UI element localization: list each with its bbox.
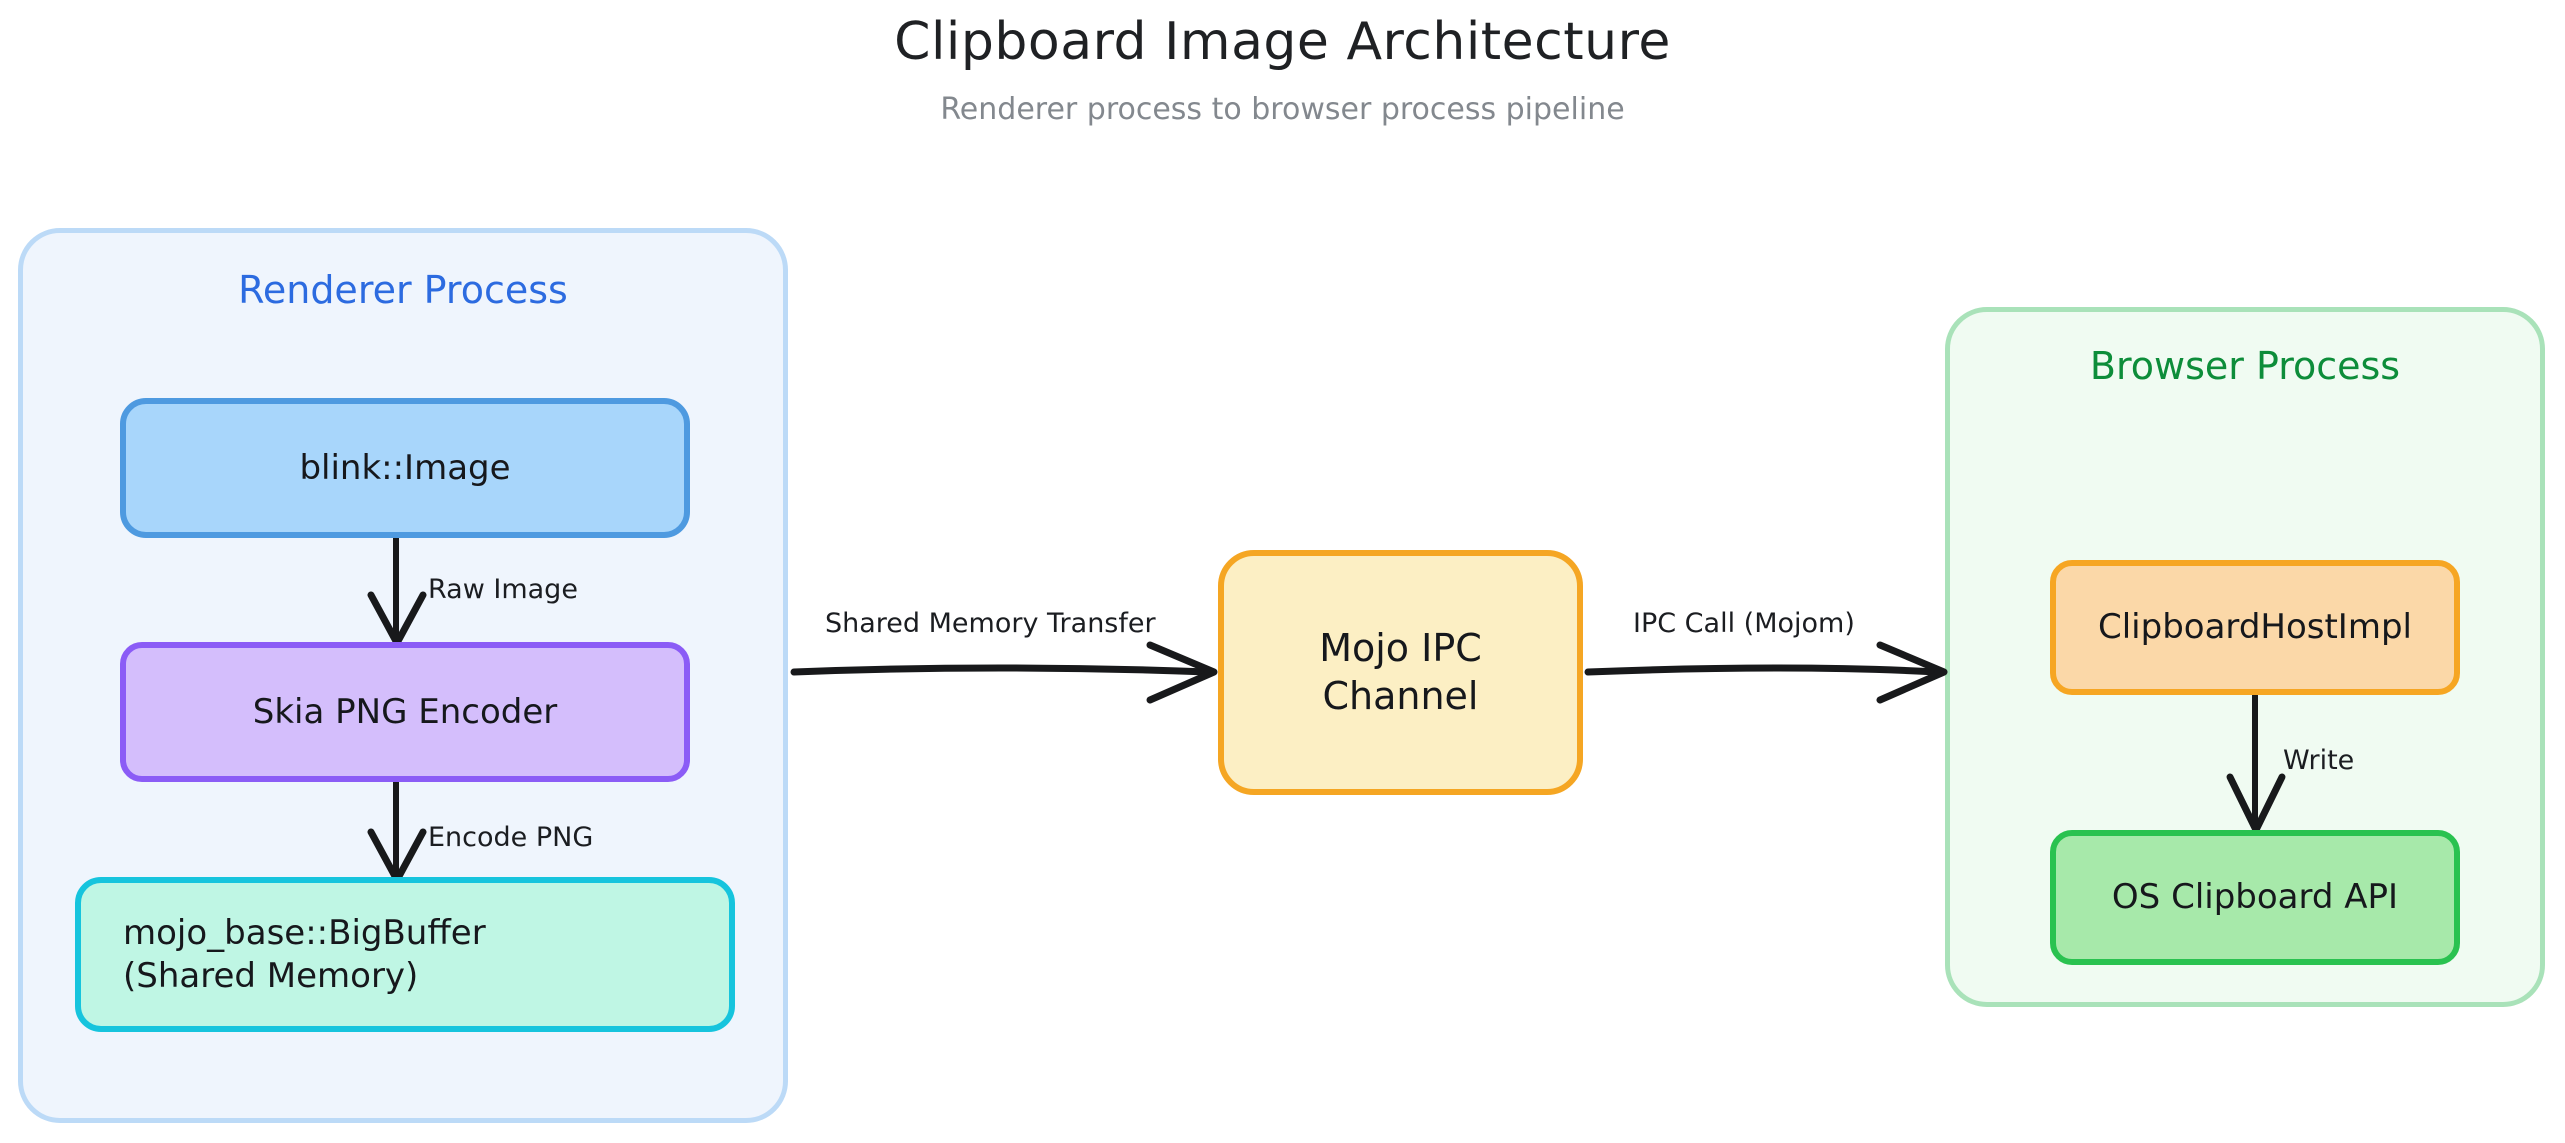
node-clipboard-host-impl-label: ClipboardHostImpl [2098,607,2412,648]
edge-label-raw-image: Raw Image [428,574,578,605]
edge-label-shared-memory-transfer: Shared Memory Transfer [825,608,1156,639]
node-os-clipboard-api[interactable]: OS Clipboard API [2050,830,2460,965]
edge-label-ipc-call-mojom: IPC Call (Mojom) [1633,608,1855,639]
node-clipboard-host-impl[interactable]: ClipboardHostImpl [2050,560,2460,695]
container-browser-process-title: Browser Process [2089,344,2401,388]
node-blink-image-label: blink::Image [299,447,511,488]
container-renderer-process-title: Renderer Process [238,268,568,312]
node-mojo-base-bigbuffer-line1: mojo_base::BigBuffer [123,913,486,953]
node-mojo-ipc-channel[interactable]: Mojo IPC Channel [1218,550,1583,795]
node-mojo-ipc-channel-label: Mojo IPC Channel [1319,625,1482,720]
page-title: Clipboard Image Architecture [894,12,1671,72]
node-mojo-ipc-channel-line1: Mojo IPC [1319,626,1482,670]
edge-shared-memory-transfer [790,641,1218,704]
node-mojo-base-bigbuffer-label: mojo_base::BigBuffer (Shared Memory) [123,912,486,997]
node-skia-png-encoder-label: Skia PNG Encoder [252,691,558,732]
node-mojo-base-bigbuffer-line2: (Shared Memory) [123,955,419,996]
node-skia-png-encoder[interactable]: Skia PNG Encoder [120,642,690,782]
node-blink-image[interactable]: blink::Image [120,398,690,538]
node-mojo-base-bigbuffer[interactable]: mojo_base::BigBuffer (Shared Memory) [75,877,735,1032]
edge-label-write: Write [2283,745,2355,776]
edge-ipc-call-mojom [1584,641,1948,704]
page-subtitle: Renderer process to browser process pipe… [940,92,1625,127]
node-os-clipboard-api-label: OS Clipboard API [2111,877,2399,918]
edge-label-encode-png: Encode PNG [428,822,594,853]
node-mojo-ipc-channel-line2: Channel [1322,673,1479,718]
